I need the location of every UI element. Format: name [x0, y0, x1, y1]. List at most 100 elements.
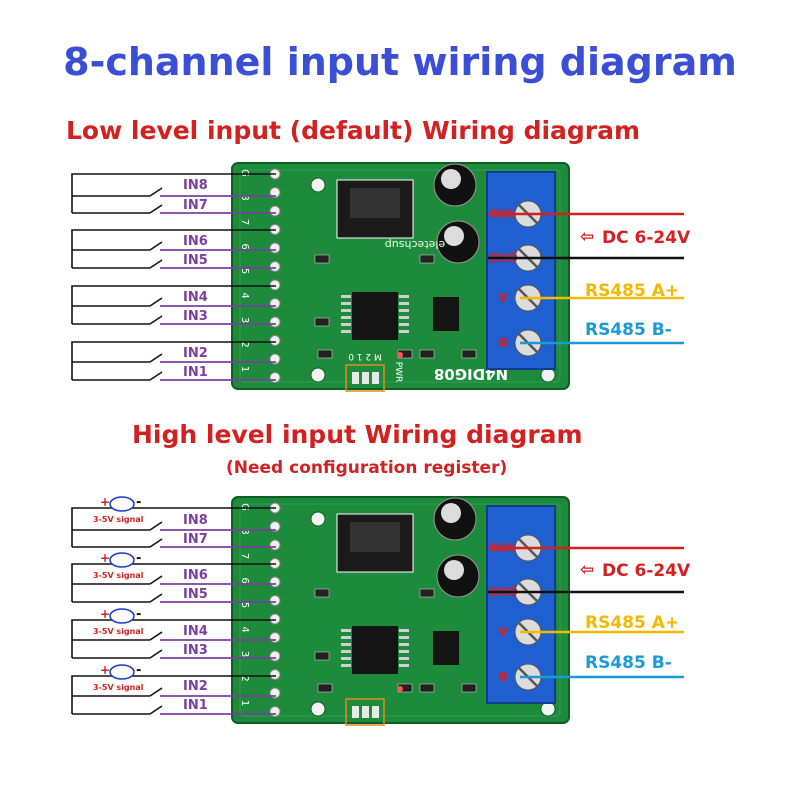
capacitor-top: [444, 226, 464, 246]
pcb-outline: [239, 169, 561, 383]
mcu-chip: [352, 626, 398, 674]
input-label-in8: IN8: [183, 513, 208, 528]
plus-sign: +: [100, 551, 110, 565]
chip-pin: [399, 330, 409, 333]
high-level-note: (Need configuration register): [226, 458, 508, 478]
chip-pin: [399, 309, 409, 312]
chip-pin: [341, 629, 351, 632]
capacitor-top: [441, 503, 461, 523]
header-pin: [269, 632, 281, 643]
pin-label: 5: [239, 268, 250, 274]
input-label-in6: IN6: [183, 568, 208, 583]
brand-label: eletechsup: [385, 238, 445, 251]
common-wire: [71, 229, 276, 268]
header-pin: [269, 613, 281, 625]
header-pin: [269, 279, 281, 291]
header-pin: [269, 298, 281, 309]
mounting-hole: [540, 701, 556, 717]
switch-contact: [149, 371, 163, 381]
header-pin: [269, 521, 281, 532]
pwr-label: PWR: [59, 362, 69, 383]
switch-contact: [149, 315, 163, 325]
switch-contact: [149, 297, 163, 307]
input-label-in4: IN4: [183, 290, 208, 305]
chip-pin: [341, 657, 351, 660]
pin-label: 3: [239, 317, 250, 323]
smd-component: [419, 349, 435, 359]
pin-label: 6: [239, 577, 250, 583]
common-wire: [71, 619, 276, 658]
minus-sign: -: [136, 495, 141, 510]
dc-arrow-icon: ⇦: [580, 560, 595, 580]
input-label-in1: IN1: [183, 365, 208, 380]
low-level-heading: Low level input (default) Wiring diagram: [66, 116, 641, 145]
switch-contact: [149, 593, 163, 603]
pcb-outline: [239, 503, 561, 717]
signal-label: 3-5V signal: [93, 571, 144, 580]
switch-contact: [149, 187, 163, 197]
pin-label: 3: [239, 651, 250, 657]
smd-component: [317, 683, 333, 693]
terminal-label: A: [498, 624, 508, 638]
switch-contact: [149, 259, 163, 269]
minus-sign: -: [136, 551, 141, 566]
chip-pin: [399, 664, 409, 667]
pin-label: 5: [239, 602, 250, 608]
signal-label: 3-5V signal: [93, 627, 144, 636]
chip-pin: [341, 643, 351, 646]
input-label-in6: IN6: [183, 234, 208, 249]
main-title: 8-channel input wiring diagram: [63, 40, 737, 84]
pwr-led: [397, 352, 403, 358]
mcu-chip: [352, 292, 398, 340]
input-label-in7: IN7: [183, 198, 208, 213]
chip-pin: [341, 302, 351, 305]
chip-pin: [399, 657, 409, 660]
pin-label: 2: [239, 675, 250, 681]
chip-pin: [399, 302, 409, 305]
header-pin: [269, 706, 281, 717]
chip-pin: [399, 295, 409, 298]
smd-component: [314, 651, 330, 661]
mounting-hole: [540, 367, 556, 383]
header-pin: [269, 372, 281, 383]
switch-contact: [149, 204, 163, 214]
mounting-hole: [310, 701, 326, 717]
switch-contact: [149, 687, 163, 697]
pin-label: 4: [239, 292, 250, 298]
mounting-hole: [310, 177, 326, 193]
input-label-in2: IN2: [183, 346, 208, 361]
signal-source-icon: [109, 496, 135, 512]
plus-sign: +: [100, 495, 110, 509]
dc-voltage-label: DC 6-24V: [602, 561, 691, 581]
switch-contact: [149, 353, 163, 363]
pwr-label: PWR: [393, 362, 403, 383]
terminal-label: B: [498, 335, 507, 349]
smd-component: [419, 588, 435, 598]
minus-sign: -: [136, 607, 141, 622]
header-pin: [269, 205, 281, 217]
terminal-label: B: [498, 669, 507, 683]
pwr-led: [397, 686, 403, 692]
smd-component: [314, 588, 330, 598]
pin-label: 6: [239, 243, 250, 249]
smd-component: [419, 254, 435, 264]
regulator-tab: [350, 522, 400, 552]
header-pin: [269, 650, 281, 662]
jumper-block: [345, 698, 385, 726]
mounting-hole: [310, 367, 326, 383]
input-label-in3: IN3: [183, 309, 208, 324]
capacitor-top: [444, 560, 464, 580]
pin-label: 4: [239, 626, 250, 632]
jumper-pin: [372, 706, 379, 718]
signal-source-icon: [109, 664, 135, 680]
input-label-in4: IN4: [183, 624, 208, 639]
input-label-in3: IN3: [183, 643, 208, 658]
plus-sign: +: [100, 607, 110, 621]
signal-source-icon: [109, 608, 135, 624]
header-pin: [269, 669, 281, 680]
pin-label: 1: [239, 700, 250, 706]
chip-pin: [341, 650, 351, 653]
minus-sign: -: [136, 663, 141, 678]
